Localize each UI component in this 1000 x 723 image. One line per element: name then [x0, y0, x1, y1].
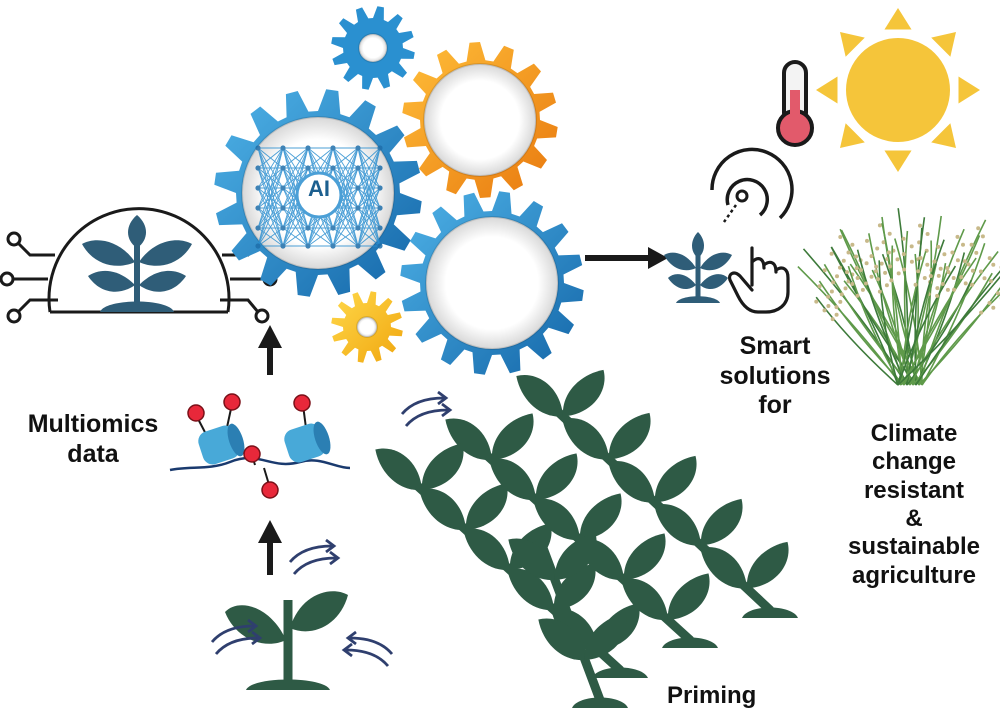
plant-network-icon	[0, 207, 278, 324]
gear-small-yellow	[331, 291, 403, 363]
outcome-line: agriculture	[851, 561, 977, 589]
outcome-line: Climate	[870, 420, 958, 447]
ai-badge-circle	[295, 171, 343, 219]
outcome-line: resistant	[863, 476, 965, 504]
multiomics-label: Multiomics data	[27, 410, 159, 468]
arrow-icon	[585, 247, 668, 269]
multiomics-dna-icon	[169, 393, 351, 499]
gear-orange	[402, 42, 558, 198]
thermometer-icon	[776, 60, 814, 147]
smart-solutions-label: Smart solutions for	[719, 332, 831, 419]
wind-arrow-icon	[210, 390, 453, 667]
primed-plants-illustration	[375, 369, 798, 708]
sun-icon	[816, 8, 980, 172]
up-arrow-icon	[258, 520, 282, 575]
touch-hand-icon	[664, 147, 794, 314]
neural-network-icon	[255, 145, 383, 249]
outcome-line: change	[871, 448, 957, 476]
seedling-icon	[225, 591, 348, 690]
grass-icon	[797, 208, 1000, 386]
gear-small-blue	[331, 6, 415, 90]
up-arrow-icon	[258, 325, 282, 375]
climate-outcome-label: Climate change resistant & sustainable a…	[828, 420, 1000, 590]
priming-label: Priming	[667, 682, 757, 709]
ai-badge: AI	[308, 176, 330, 201]
outcome-line: &	[905, 504, 923, 532]
gear-blue	[400, 191, 584, 375]
outcome-line: sustainable	[847, 533, 981, 561]
